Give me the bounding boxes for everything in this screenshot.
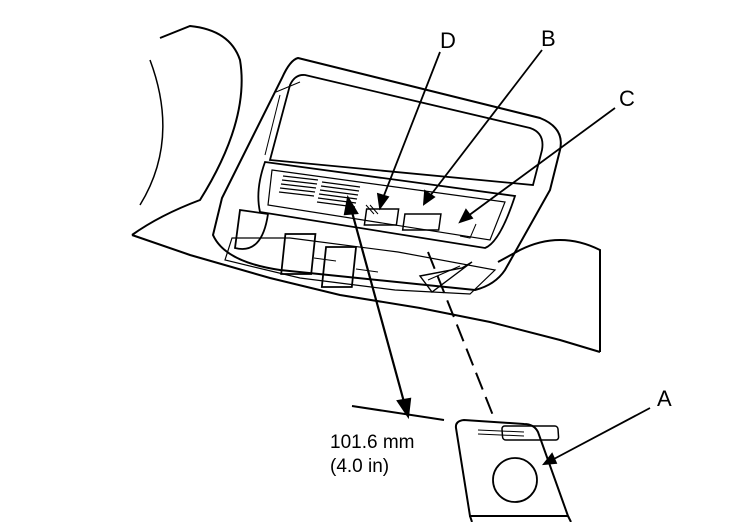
console-housing bbox=[211, 56, 562, 292]
callout-c: C bbox=[619, 86, 635, 111]
measurement-baseline bbox=[351, 405, 445, 421]
dimension-imperial: (4.0 in) bbox=[330, 456, 389, 477]
switch-strip bbox=[257, 161, 517, 249]
strip-windows bbox=[363, 204, 477, 239]
callout-d: D bbox=[440, 28, 456, 53]
leader-lines bbox=[376, 49, 651, 466]
dimension-metric: 101.6 mm bbox=[330, 432, 414, 453]
measurement-arrow bbox=[343, 194, 412, 420]
vent-grilles bbox=[278, 175, 361, 208]
headliner bbox=[131, 24, 601, 353]
beam-line bbox=[427, 251, 495, 419]
callout-b: B bbox=[541, 26, 556, 51]
tester-tool bbox=[454, 418, 572, 523]
callout-a: A bbox=[657, 386, 672, 411]
lower-controls bbox=[224, 208, 497, 295]
